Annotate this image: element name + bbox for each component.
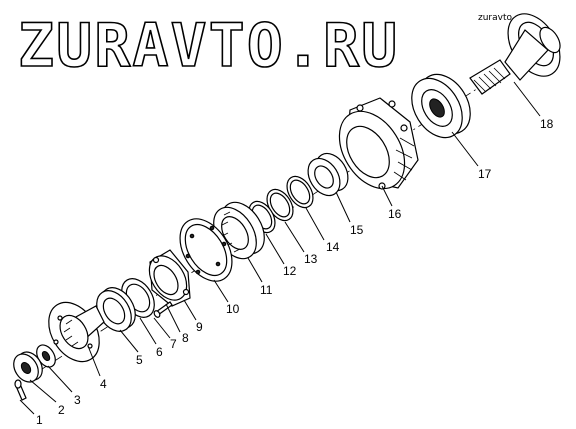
callout-labels: 1 2 3 4 5 6 7 8 9 10 11 12 13 14 15 16 1… <box>36 117 554 427</box>
callout-9: 9 <box>196 320 203 334</box>
part-4-flange <box>48 301 105 363</box>
callout-18: 18 <box>540 117 554 131</box>
callout-3: 3 <box>74 393 81 407</box>
watermark-mark: zuravto <box>478 13 512 23</box>
part-5-seal <box>96 287 136 332</box>
callout-13: 13 <box>304 252 318 266</box>
part-1-cotter-pin <box>14 379 27 401</box>
part-2-castle-nut <box>13 351 43 383</box>
callout-5: 5 <box>136 353 143 367</box>
callout-10: 10 <box>226 302 240 316</box>
callout-16: 16 <box>388 207 402 221</box>
callout-14: 14 <box>326 240 340 254</box>
part-10-seal-plate <box>179 218 233 282</box>
part-13-ring <box>266 188 294 222</box>
part-14-ring <box>286 175 314 209</box>
callout-8: 8 <box>182 331 189 345</box>
callout-6: 6 <box>156 345 163 359</box>
callout-4: 4 <box>100 377 107 391</box>
part-16-hub-housing <box>338 97 419 190</box>
leader-lines <box>19 81 541 415</box>
part-17-bearing <box>411 73 471 139</box>
callout-2: 2 <box>58 403 65 417</box>
part-15-bearing-cone <box>307 152 349 197</box>
part-9-bearing-cap <box>148 249 191 307</box>
callout-1: 1 <box>36 413 43 427</box>
part-18-drive-shaft <box>469 13 561 95</box>
callout-15: 15 <box>350 223 364 237</box>
part-8-bolt <box>153 301 173 318</box>
callout-17: 17 <box>478 167 492 181</box>
watermark-text: ZURAVTO.RU <box>18 11 399 81</box>
callout-7: 7 <box>170 337 177 351</box>
part-3-washer <box>36 344 56 368</box>
part-11-roller-bearing <box>213 201 265 260</box>
callout-11: 11 <box>260 283 273 297</box>
callout-12: 12 <box>283 264 297 278</box>
